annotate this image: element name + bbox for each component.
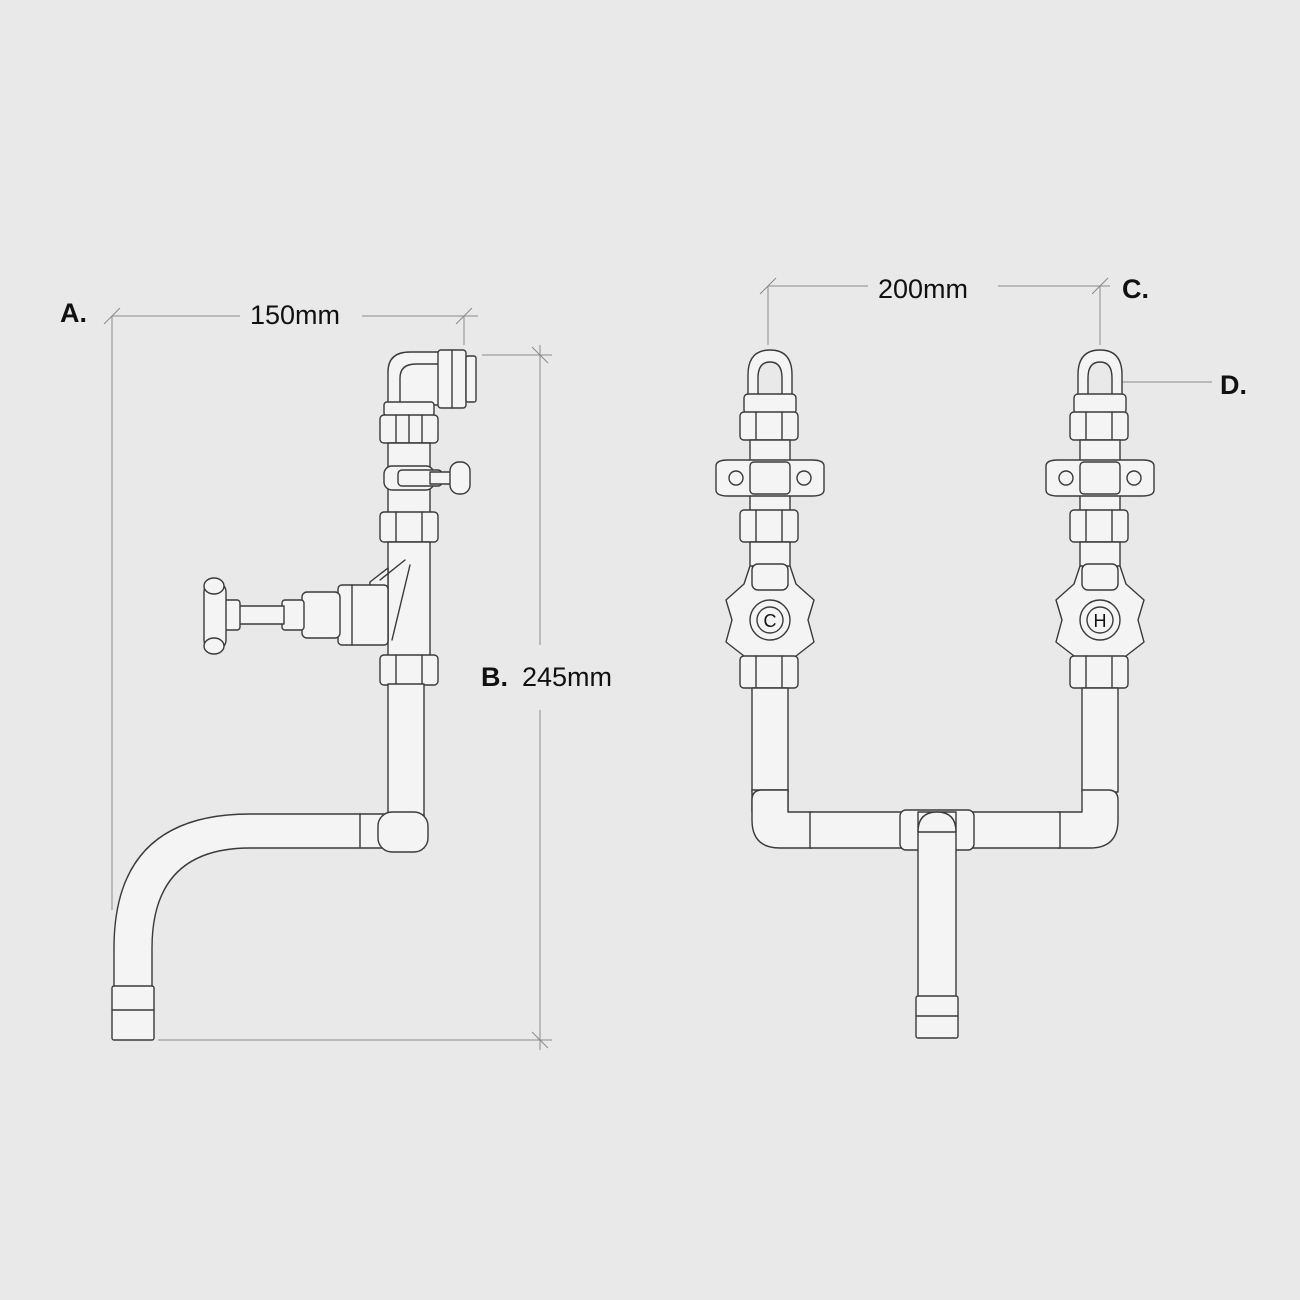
bottom-manifold [751,789,1119,1039]
dimension-c: 200mm C. [759,274,1149,345]
cold-mark: C [764,611,777,631]
middle-union-nut [379,511,439,543]
label-b: B. [481,662,508,692]
label-c: C. [1122,274,1149,304]
upper-union-nut [379,401,439,444]
dimension-b-value: 245mm [522,662,612,692]
dimension-a-value: 150mm [250,300,340,330]
dimension-b: B. 245mm [158,345,612,1050]
side-view: A. 150mm B. 245mm [60,298,612,1050]
leader-d: D. [1118,370,1247,400]
valve-body [203,541,431,658]
dimension-c-value: 200mm [878,274,968,304]
hot-mark: H [1094,611,1107,631]
lower-union-nut [379,654,439,686]
isolation-tee [383,442,471,516]
cold-valve-assembly: C [715,349,825,793]
hot-valve-assembly: H [1045,349,1155,793]
top-elbow [387,349,477,409]
bottom-bend [111,811,429,1041]
dimension-a: A. 150mm [60,298,478,910]
label-d: D. [1220,370,1247,400]
label-a: A. [60,298,87,328]
front-view: 200mm C. D. C [715,274,1247,1039]
vertical-pipe [387,683,425,817]
